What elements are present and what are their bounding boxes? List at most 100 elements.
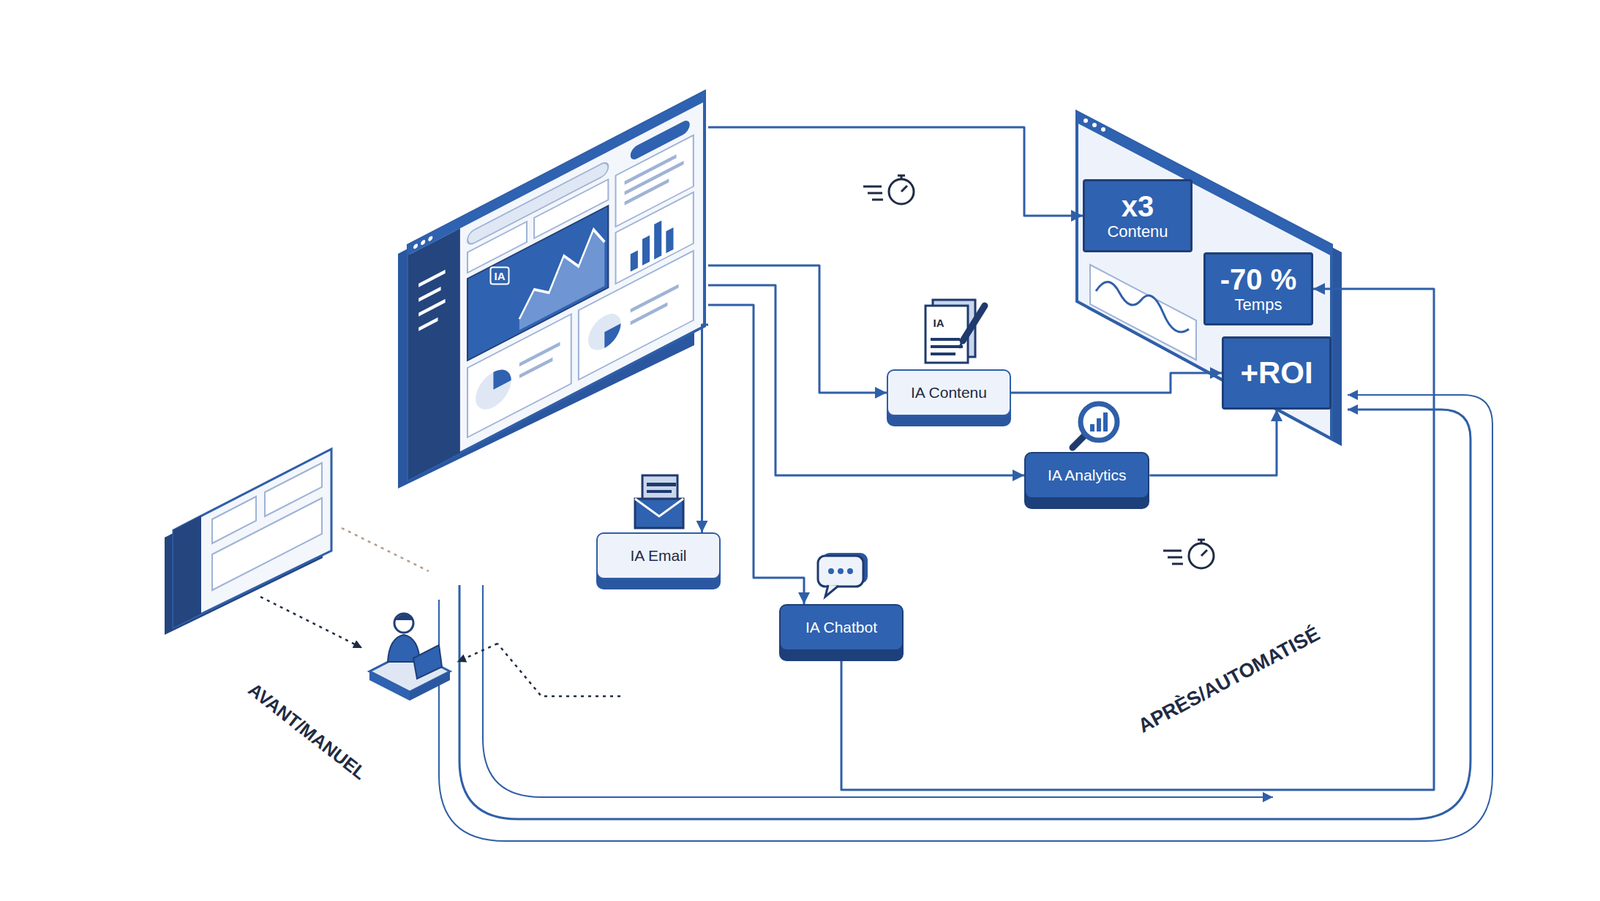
chat-bubble-icon (837, 568, 844, 575)
stopwatch-icon (863, 175, 1214, 569)
flow-loop (438, 395, 1493, 842)
main-dashboard (397, 100, 695, 489)
chat-bubble-icon (817, 556, 864, 587)
results-dashboard (1101, 127, 1106, 132)
flow-connector (708, 305, 805, 605)
flow-loop (438, 395, 1493, 842)
chat-bubble-icon (828, 568, 835, 575)
main-dashboard (519, 341, 561, 367)
results-dashboard (1076, 111, 1332, 439)
ai-module-box: IA Contenu (886, 369, 1012, 417)
flow-connector (1149, 409, 1277, 476)
stopwatch-icon (1201, 550, 1208, 557)
stopwatch-icon (1200, 539, 1203, 544)
main-dashboard (578, 250, 694, 380)
person-figure (409, 671, 450, 701)
person-figure (394, 613, 414, 633)
manual-dotted-line (497, 643, 621, 697)
main-dashboard (630, 302, 668, 325)
manual-screen (173, 515, 202, 628)
magnifier-icon (1096, 418, 1102, 432)
flow-connector (708, 127, 1083, 216)
main-dashboard (408, 91, 705, 480)
manual-dotted-line (341, 528, 429, 572)
main-dashboard (418, 317, 438, 332)
main-dashboard (654, 220, 662, 259)
stopwatch-icon (900, 175, 903, 180)
manual-screen (164, 456, 323, 636)
flow-connector (708, 285, 1025, 476)
metric-tile: -70 %Temps (1203, 252, 1314, 326)
main-dashboard (467, 314, 572, 439)
document-icon (925, 299, 985, 363)
main-dashboard (427, 235, 433, 243)
person-figure (395, 614, 414, 621)
ai-module-box: IA Chatbot (779, 604, 904, 652)
flow-connector (841, 288, 1434, 791)
section-label: APRÈS/AUTOMATISÉ (1134, 622, 1325, 738)
main-dashboard (408, 228, 461, 480)
main-dashboard (413, 242, 418, 250)
node-label: IA Chatbot (802, 618, 881, 637)
person-figure (369, 613, 450, 701)
flow-connector (1011, 373, 1222, 393)
results-dashboard (1076, 111, 1332, 257)
node-label: -70 % (1220, 263, 1298, 296)
document-icon (930, 345, 963, 349)
main-dashboard (418, 286, 441, 303)
person-figure (413, 645, 442, 679)
chat-bubble-icon (847, 568, 854, 575)
main-dashboard (397, 91, 705, 489)
node-label: +ROI (1240, 356, 1313, 390)
main-dashboard (408, 91, 705, 480)
magnifier-icon (1090, 424, 1095, 432)
envelope-icon (635, 498, 684, 529)
flow-loop (459, 409, 1471, 820)
stopwatch-icon (901, 185, 908, 192)
metric-tile: x3Contenu (1082, 179, 1193, 253)
results-dashboard (1090, 264, 1197, 360)
flow-loop (482, 585, 1273, 798)
magnifier-icon (1072, 403, 1118, 448)
magnifier-icon (1103, 412, 1108, 432)
envelope-icon (635, 498, 684, 517)
magnifier-icon (1072, 436, 1085, 448)
main-dashboard (588, 307, 622, 357)
dashboard-screen: IA (406, 87, 709, 483)
document-icon (925, 305, 968, 363)
main-dashboard (630, 283, 679, 313)
flow-connector (702, 324, 709, 533)
chat-bubble-icon (825, 585, 839, 597)
document-icon (959, 340, 963, 349)
section-label: AVANT/MANUEL (244, 678, 371, 785)
main-dashboard (624, 178, 670, 206)
node-sublabel: Temps (1234, 295, 1283, 315)
results-dashboard (1083, 118, 1088, 123)
stopwatch-icon (888, 179, 914, 205)
manual-dotted-line (457, 643, 498, 663)
ai-module-box: IA Analytics (1024, 452, 1150, 499)
main-dashboard (519, 357, 554, 379)
document-icon (930, 352, 956, 356)
document-icon (962, 305, 985, 341)
node-label: IA Contenu (910, 384, 988, 402)
magnifier-icon (1080, 403, 1118, 441)
main-dashboard (665, 227, 674, 254)
main-dashboard (418, 269, 445, 288)
node-label: x3 (1121, 190, 1155, 223)
manual-screen (212, 498, 322, 591)
icon-label: IA (933, 316, 945, 330)
main-dashboard (604, 323, 621, 349)
main-dashboard (493, 362, 511, 390)
stopwatch-icon (863, 186, 884, 200)
ai-module-box: IA Email (596, 532, 721, 580)
document-icon (930, 337, 960, 341)
node-label: IA Email (619, 547, 698, 565)
main-dashboard (420, 239, 426, 246)
node-label: IA (490, 267, 510, 286)
stopwatch-icon (1163, 550, 1183, 565)
main-dashboard (475, 362, 512, 417)
